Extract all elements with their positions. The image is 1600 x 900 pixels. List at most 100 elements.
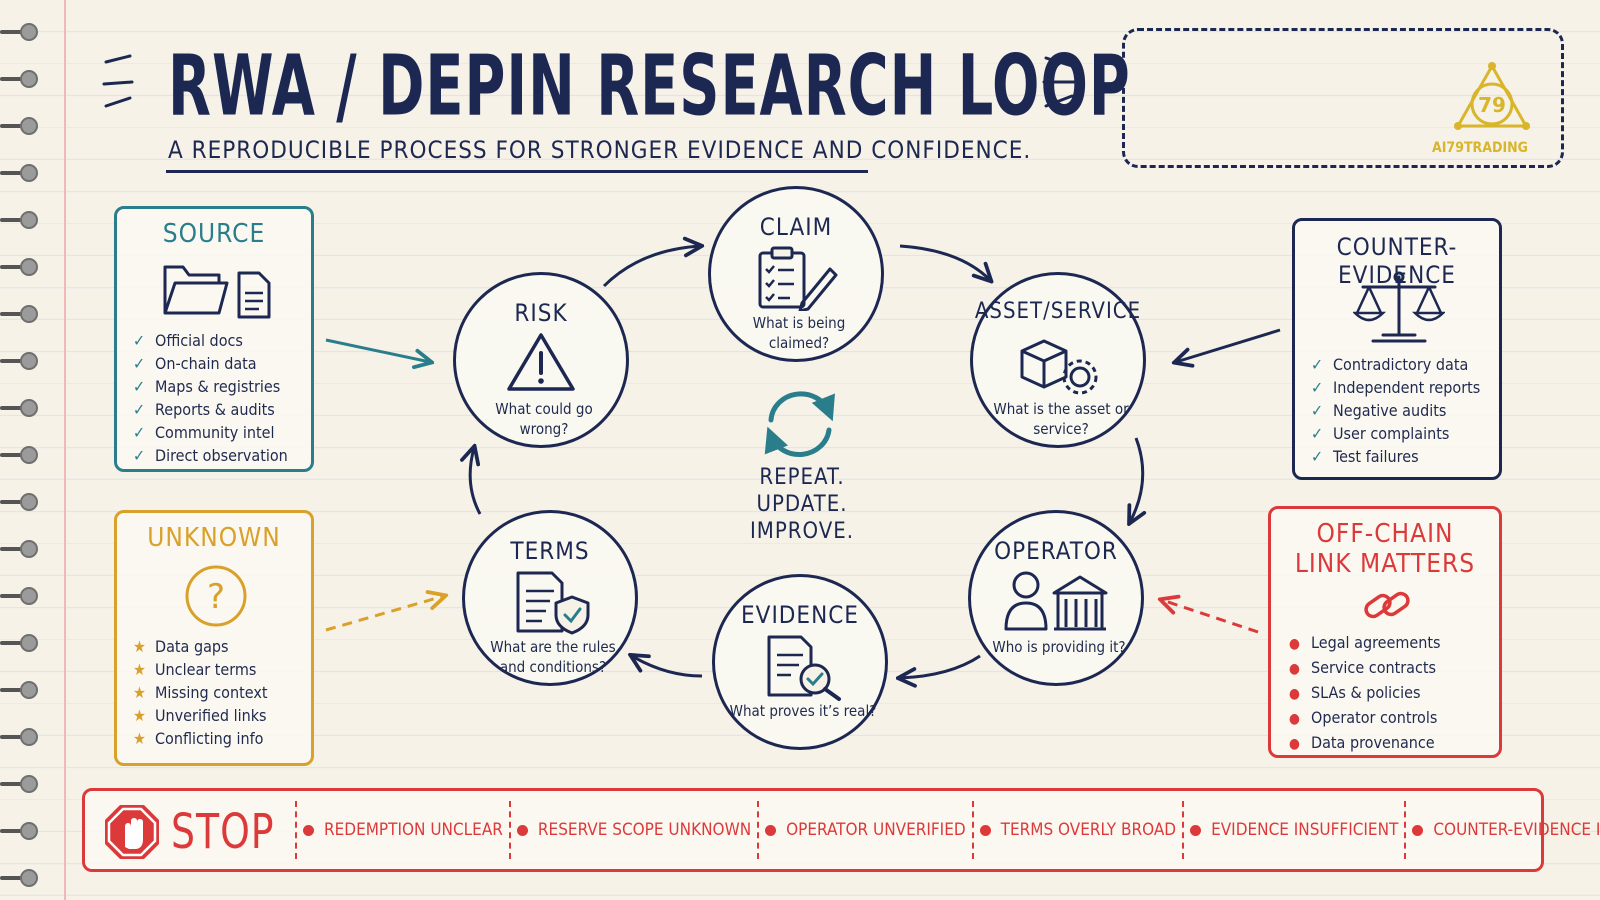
- list-item: ✓Negative audits: [1311, 401, 1447, 420]
- binding-ring: [0, 257, 44, 279]
- stop-item: Reserve scope unknown: [508, 801, 757, 859]
- check-icon: ✓: [1311, 424, 1324, 443]
- bullet-icon: ●: [1289, 661, 1300, 677]
- list-item: ●Legal agreements: [1289, 631, 1441, 656]
- bullet-icon: ●: [1289, 711, 1300, 727]
- binding-ring: [0, 351, 44, 373]
- check-icon: ✓: [1311, 355, 1324, 374]
- logo-box: [1122, 28, 1564, 168]
- binding-ring: [0, 492, 44, 514]
- arrow-counter-to-asset: [1176, 328, 1281, 362]
- document-magnifier-icon: [767, 635, 841, 701]
- list-item: ✓Community intel: [133, 423, 275, 442]
- list-item: ✓Reports & audits: [133, 400, 275, 419]
- list-item: ✓User complaints: [1311, 424, 1450, 443]
- loop-node-terms: Terms What are the rules and conditions?: [462, 510, 638, 686]
- check-icon: ✓: [133, 377, 146, 396]
- node-title: Claim: [759, 213, 833, 241]
- bullet-icon: [979, 824, 991, 836]
- bullet-icon: [1190, 824, 1202, 836]
- cube-gear-icon: [1020, 339, 1098, 395]
- unknown-panel: Unknown ? ★Data gaps ★Unclear terms ★Mis…: [114, 510, 314, 766]
- page-title: RWA / DEPIN RESEARCH LOOP: [168, 36, 1131, 135]
- star-icon: ★: [133, 729, 146, 748]
- binding-ring: [0, 633, 44, 655]
- logo-icon: 79: [1454, 62, 1530, 130]
- list-item: ●Operator controls: [1289, 706, 1441, 731]
- unknown-list: ★Data gaps ★Unclear terms ★Missing conte…: [133, 635, 267, 750]
- loop-node-claim: Claim What is being claimed?: [708, 186, 884, 362]
- bullet-icon: [516, 824, 528, 836]
- source-title: Source: [162, 219, 266, 249]
- arrow-unknown-to-terms: [325, 596, 444, 632]
- node-question: What could go wrong?: [495, 400, 593, 438]
- list-item: ✓On-chain data: [133, 354, 257, 373]
- star-icon: ★: [133, 706, 146, 725]
- arrow-offchain-to-operator: [1162, 600, 1259, 634]
- off-chain-list: ●Legal agreements ●Service contracts ●SL…: [1289, 631, 1441, 756]
- stop-label: STOP: [171, 803, 275, 860]
- check-icon: ✓: [133, 354, 146, 373]
- folder-document-icon: [163, 265, 271, 319]
- bullet-icon: ●: [1289, 686, 1300, 702]
- bullet-icon: [303, 824, 314, 836]
- binding-ring: [0, 586, 44, 608]
- check-icon: ✓: [1311, 378, 1324, 397]
- star-icon: ★: [133, 683, 146, 702]
- stop-item: Operator unverified: [757, 801, 972, 859]
- list-item: ●Service contracts: [1289, 656, 1441, 681]
- clipboard-pencil-icon: [758, 246, 838, 311]
- star-icon: ★: [133, 660, 146, 679]
- node-title: Risk: [514, 299, 568, 327]
- chain-link-icon: [1364, 591, 1410, 619]
- logo-text: AI79TRADING: [1432, 140, 1529, 156]
- source-panel: Source ✓Official docs ✓On-chain data ✓Ma…: [114, 206, 314, 472]
- binding-ring: [0, 774, 44, 796]
- stop-items: Redemption unclear Reserve scope unknown…: [295, 791, 1600, 869]
- binding-ring: [0, 304, 44, 326]
- check-icon: ✓: [133, 446, 146, 465]
- check-icon: ✓: [133, 423, 146, 442]
- bullet-icon: ●: [1289, 736, 1300, 752]
- list-item: ✓Independent reports: [1311, 378, 1481, 397]
- list-item: ✓Test failures: [1311, 447, 1419, 466]
- stop-bar: STOP Redemption unclear Reserve scope un…: [82, 788, 1600, 872]
- loop-center-text: Repeat. Update. Improve.: [749, 465, 855, 544]
- svg-text:?: ?: [207, 577, 225, 617]
- list-item: ★Unverified links: [133, 706, 267, 725]
- stop-item: Redemption unclear: [295, 801, 509, 859]
- stop-item: Counter-evidence ignored: [1404, 801, 1600, 859]
- arrow-claim-to-asset: [899, 244, 990, 280]
- check-icon: ✓: [1311, 447, 1324, 466]
- list-item: ●SLAs & policies: [1289, 681, 1441, 706]
- off-chain-panel: Off-Chain Link Matters ●Legal agreements…: [1268, 506, 1502, 758]
- node-question: What is the asset or service?: [993, 400, 1129, 438]
- binding-ring: [0, 821, 44, 843]
- star-icon: ★: [133, 637, 146, 656]
- stop-hand-icon: [105, 805, 159, 859]
- header: RWA / DEPIN RESEARCH LOOP: [100, 32, 1131, 142]
- logo-mark: 79: [1478, 93, 1506, 117]
- bullet-icon: [1412, 824, 1424, 836]
- arrow-evidence-to-terms: [632, 656, 703, 678]
- person-building-icon: [1004, 571, 1108, 631]
- loop-node-risk: Risk What could go wrong?: [453, 272, 629, 448]
- node-question: What are the rules and conditions?: [490, 638, 616, 676]
- node-question: Who is providing it?: [992, 638, 1126, 656]
- arrow-asset-to-operator: [1130, 437, 1143, 522]
- list-item: ★Unclear terms: [133, 660, 257, 679]
- scales-icon: [1353, 271, 1445, 343]
- binding-ring: [0, 210, 44, 232]
- binding-ring: [0, 398, 44, 420]
- binding-ring: [0, 163, 44, 185]
- bullet-icon: [765, 824, 777, 836]
- right-sparkle-icon: [1042, 56, 1076, 108]
- node-title: Operator: [994, 537, 1118, 565]
- unknown-title: Unknown: [147, 523, 281, 553]
- arrow-source-to-risk: [325, 338, 430, 362]
- loop-node-operator: Operator Who is providing it?: [968, 510, 1144, 686]
- binding-ring: [0, 445, 44, 467]
- left-sparkle-icon: [102, 54, 134, 108]
- binding-ring: [0, 539, 44, 561]
- list-item: ★Conflicting info: [133, 729, 264, 748]
